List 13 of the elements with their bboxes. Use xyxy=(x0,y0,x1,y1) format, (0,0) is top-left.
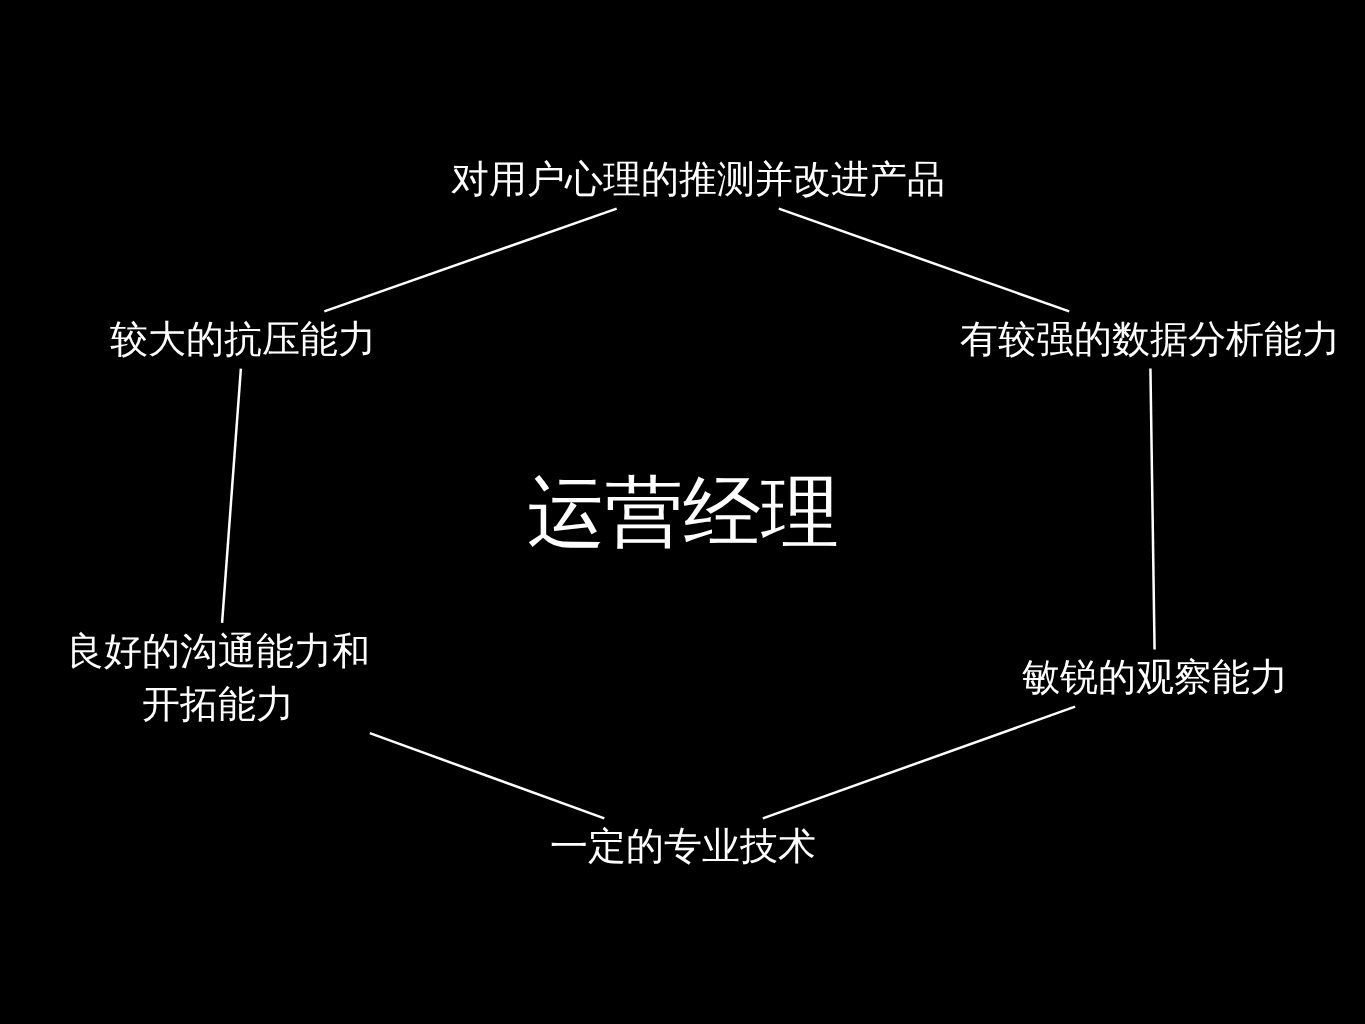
skill-label: 良好的沟通能力和开拓能力 xyxy=(53,624,383,732)
skill-label: 对用户心理的推测并改进产品 xyxy=(451,153,945,207)
skill-label: 一定的专业技术 xyxy=(550,820,816,874)
connector-line xyxy=(369,732,605,820)
connector-line xyxy=(1149,368,1156,650)
center-title: 运营经理 xyxy=(527,458,839,568)
skill-label: 敏锐的观察能力 xyxy=(1022,651,1288,705)
connector-line xyxy=(762,705,1076,820)
connector-line xyxy=(778,207,1070,313)
skill-label: 有较强的数据分析能力 xyxy=(960,313,1340,367)
skill-label: 较大的抗压能力 xyxy=(110,313,376,367)
connector-line xyxy=(220,368,243,623)
connector-line xyxy=(323,207,618,313)
